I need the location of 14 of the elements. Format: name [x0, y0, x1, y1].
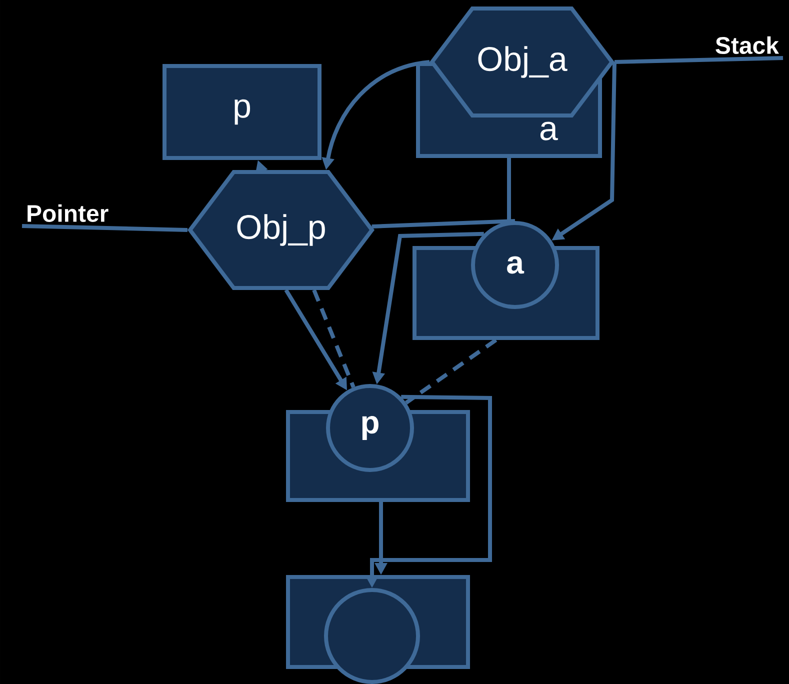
circle-node: a — [471, 221, 559, 309]
side-label: Pointer — [28, 204, 108, 222]
object-hexagon: Obj_p — [188, 170, 374, 290]
connector-line — [312, 289, 356, 388]
object-hexagon: Obj_a — [430, 6, 614, 118]
circle-node — [324, 588, 420, 684]
leader-line — [22, 224, 188, 232]
connector-line — [507, 158, 511, 221]
side-label: Stack — [716, 36, 779, 54]
memory-box: p — [162, 64, 322, 160]
connector-line — [372, 219, 516, 228]
connector-line — [404, 338, 498, 404]
circle-node: p — [326, 384, 414, 472]
leader-line — [614, 56, 784, 64]
